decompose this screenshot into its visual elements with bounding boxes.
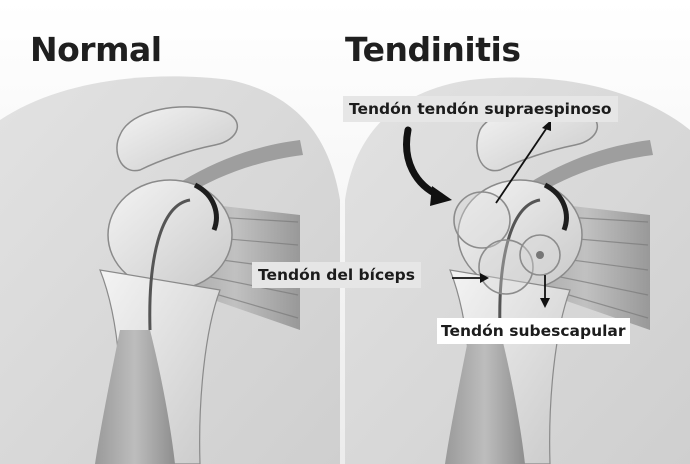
normal-title: Normal bbox=[30, 30, 162, 70]
biceps-label: Tendón del bíceps bbox=[252, 262, 421, 288]
subscapularis-label: Tendón subescapular bbox=[437, 318, 630, 344]
tendinitis-title: Tendinitis bbox=[345, 30, 520, 70]
supraspinatus-label: Tendón tendón supraespinoso bbox=[343, 96, 618, 122]
